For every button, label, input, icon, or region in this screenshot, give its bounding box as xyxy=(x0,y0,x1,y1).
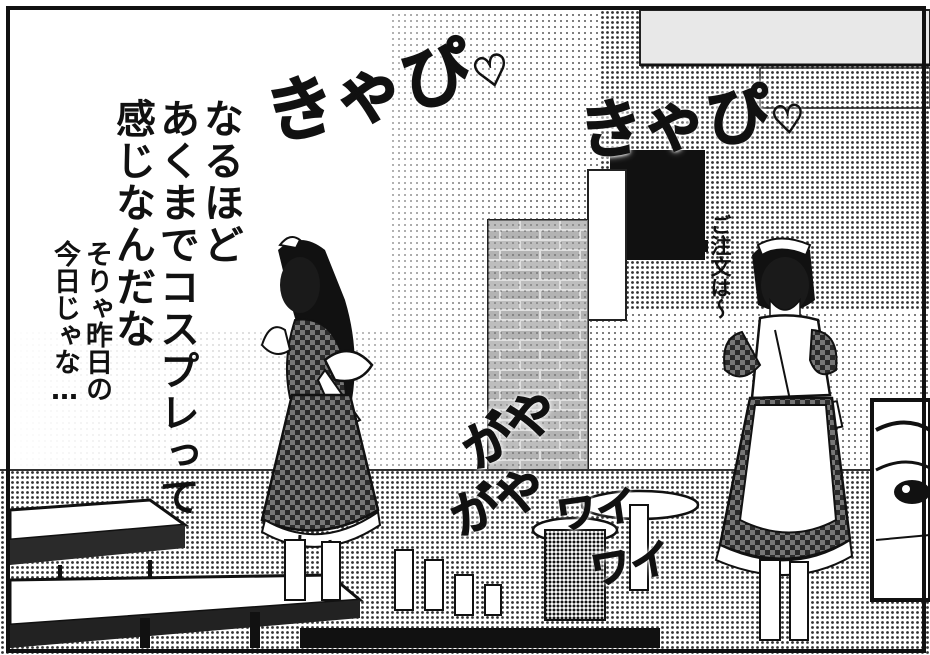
narration-line: 感じなんだな xyxy=(109,98,155,350)
aside-line: 今日じゃな… xyxy=(49,240,80,406)
maid-speech: ご注文は〜 xyxy=(708,214,732,319)
heart-icon: ♡ xyxy=(768,95,808,145)
sfx-kyapi-text: きゃぴ xyxy=(575,76,775,171)
inset-closeup xyxy=(870,398,930,602)
narration-line: あくまでコスプレって xyxy=(153,98,199,518)
maid-left xyxy=(260,235,382,601)
aside-text: そりゃ昨日の 今日じゃな… xyxy=(48,240,112,406)
sfx-wai-upper: ワイ xyxy=(553,482,640,540)
narration-line: なるほど xyxy=(197,98,243,266)
narration-text: なるほど あくまでコスプレって 感じなんだな xyxy=(109,98,243,518)
maid-right xyxy=(714,237,854,641)
aside-line: そりゃ昨日の xyxy=(81,240,112,402)
